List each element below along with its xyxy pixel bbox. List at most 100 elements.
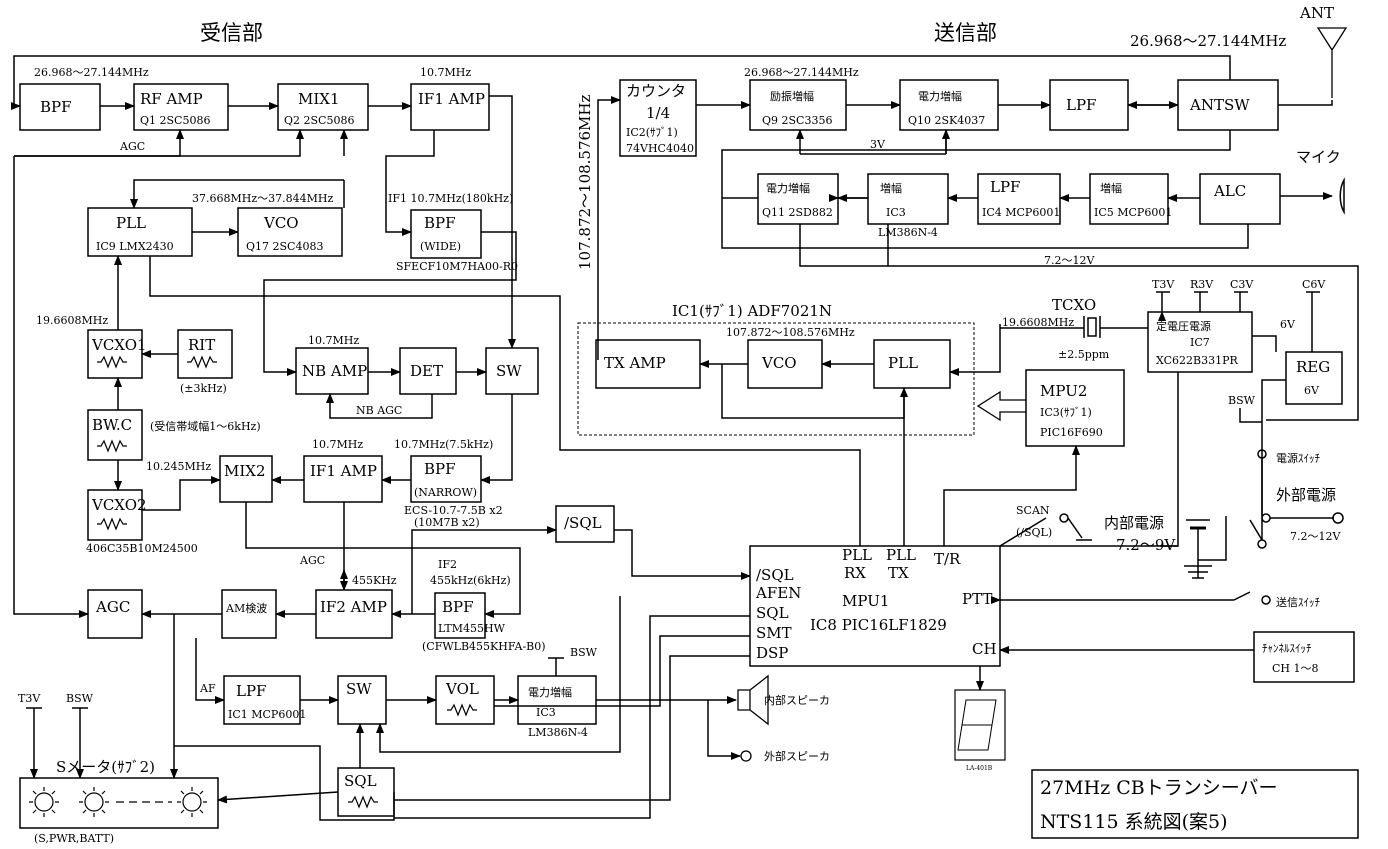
mpu2-bus-arrow <box>976 390 1026 422</box>
mix1-part: Q2 2SC5086 <box>284 114 354 127</box>
ext-pwr-label: 外部電源 <box>1276 486 1336 504</box>
bwc-box <box>87 409 143 461</box>
sql-ctrl-box <box>555 505 615 543</box>
det-label: DET <box>410 362 443 380</box>
smeter-box <box>19 777 219 829</box>
pa-tx-label: 電力増幅 <box>918 90 962 103</box>
vol-zig <box>446 704 478 716</box>
ant-freq: 26.968～27.144MHz <box>1130 32 1286 50</box>
amp1-label: 増幅 <box>880 182 902 195</box>
pwr-switch-label: 電源ｽｲｯﾁ <box>1276 451 1320 465</box>
title-box <box>1031 769 1359 839</box>
int-pwr-volt: 7.2～9V <box>1116 536 1176 554</box>
scan-sub: (/SQL) <box>1016 526 1052 539</box>
pll-rx-label: PLL <box>116 214 146 232</box>
rit-sub: (±3kHz) <box>180 382 227 395</box>
vco-tx-label: VCO <box>761 354 797 372</box>
mpu1-ptt-pin: PTT <box>962 590 992 608</box>
smeter-bulb-3-icon <box>176 786 208 818</box>
if1-bw: IF1 10.7MHz(180kHz) <box>388 192 513 205</box>
pa-af-label: 電力増幅 <box>528 686 572 699</box>
v712-label: 7.2～12V <box>1044 254 1095 267</box>
ant-label: ANT <box>1299 4 1334 22</box>
lpf-af-label: LPF <box>236 682 266 700</box>
mpu1-part: IC8 PIC16LF1829 <box>810 616 947 634</box>
lpf-tx-label: LPF <box>1066 96 1096 114</box>
rit-label: RIT <box>188 336 215 354</box>
adf-title: IC1(ｻﾌﾞ1) ADF7021N <box>672 302 832 320</box>
c6v-label: C6V <box>1302 278 1326 291</box>
t3v-label: T3V <box>1152 278 1175 291</box>
mpu1-tr: T/R <box>934 550 961 568</box>
mpu2-part2: PIC16F690 <box>1040 426 1103 439</box>
txamp-label: TX AMP <box>604 354 666 372</box>
v3-label: 3V <box>870 138 886 151</box>
adf-outline <box>577 322 975 436</box>
narrow-freq: 10.7MHz(7.5kHz) <box>394 438 493 451</box>
mic-icon <box>1339 177 1345 215</box>
mpu1-sqlp-pin: SQL <box>756 604 789 622</box>
mpu1-pll-tx: PLL <box>886 546 916 564</box>
tx-switch-label: 送信ｽｲｯﾁ <box>1276 595 1320 609</box>
tx-freq-vertical: 107.872～108.576MHz <box>576 95 594 270</box>
lpf-af-part: IC1 MCP6001 <box>228 708 306 721</box>
rx-band-freq: 26.968～27.144MHz <box>34 66 149 79</box>
agc-label-mid: AGC <box>299 554 325 567</box>
vcxo2-label: VCXO2 <box>91 496 147 514</box>
counter-label: カウンタ <box>626 82 686 100</box>
tcxo-crystal <box>1087 317 1097 337</box>
if2-freq: 455KHz <box>352 574 397 587</box>
bpf-wide-part: SFECF10M7HA00-R0 <box>396 260 518 273</box>
ref-freq: 19.6608MHz <box>36 314 108 327</box>
amp1-part2: LM386N-4 <box>878 226 938 239</box>
vcxo2-zig <box>96 518 128 530</box>
ch-switch-range: CH 1～8 <box>1272 662 1319 675</box>
bpf-wide-label: BPF <box>424 214 456 232</box>
alc-label: ALC <box>1213 182 1246 200</box>
mix2-freq: 10.245MHz <box>146 460 211 473</box>
counter-part2: 74VHC4040 <box>626 142 694 155</box>
agc-label-top: AGC <box>119 140 145 153</box>
speaker-icon <box>737 674 769 726</box>
mpu1-ch-pin: CH <box>972 640 997 658</box>
af-label: AF <box>199 682 216 695</box>
bsw-label-smeter: BSW <box>66 692 94 705</box>
if2-label: IF2 <box>438 558 457 571</box>
reg-part: XC622B331PR <box>1156 354 1239 367</box>
adf-freq: 107.872～108.576MHz <box>726 326 855 339</box>
sw2-label: SW <box>346 680 372 698</box>
mpa-label: 電力増幅 <box>766 182 810 195</box>
sql-ctrl-label: /SQL <box>564 514 602 532</box>
chsw-box <box>1253 631 1355 683</box>
antsw-label: ANTSW <box>1189 96 1250 114</box>
smeter-bulb-1-icon <box>28 786 60 818</box>
amp1-part: IC3 <box>886 206 906 219</box>
if2-bw: 455kHz(6kHz) <box>430 574 511 587</box>
rit-zig <box>186 356 218 368</box>
if1-freq: 10.7MHz <box>420 66 471 79</box>
vcxo2-part: 406C35B10M24500 <box>86 542 198 555</box>
bpf-narrow-label: BPF <box>424 460 456 478</box>
ext-speaker-jack <box>740 750 752 762</box>
rx-section-title: 受信部 <box>200 21 263 45</box>
bwc-note: (受信帯域幅1～6kHz) <box>150 420 261 433</box>
drv-part: Q9 2SC3356 <box>762 114 832 127</box>
amdet-label: AM検波 <box>225 601 267 615</box>
antenna-icon <box>1316 27 1348 98</box>
rx-bpf-label: BPF <box>40 98 72 116</box>
bpf-narrow-part2: (10M7B x2) <box>414 516 480 529</box>
nb-agc-label: NB AGC <box>356 404 402 417</box>
tcxo-label: TCXO <box>1052 296 1096 314</box>
if1-amp2-label: IF1 AMP <box>310 462 377 480</box>
mic-label: マイク <box>1296 148 1341 166</box>
r3v-label: R3V <box>1190 278 1214 291</box>
v6-label: 6V <box>1280 318 1296 331</box>
reg6-volt: 6V <box>1304 384 1320 397</box>
mix1-label: MIX1 <box>298 90 340 108</box>
pll-rx-part: IC9 LMX2430 <box>96 240 174 253</box>
ch-switch-label: ﾁｬﾝﾈﾙｽｲｯﾁ <box>1262 642 1312 655</box>
vcxo1-zig <box>96 356 128 368</box>
mpu1-smt-pin: SMT <box>756 624 792 642</box>
tcxo-freq: 19.6608MHz <box>1002 316 1074 329</box>
